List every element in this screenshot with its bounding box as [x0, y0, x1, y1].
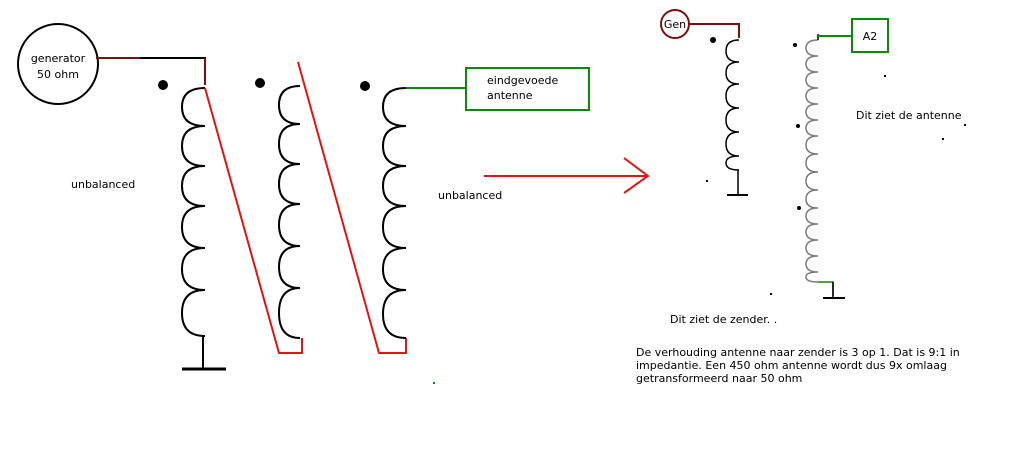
transmitter-sees-label: Dit ziet de zender. .: [670, 313, 777, 326]
right-phase-dot-4: [797, 206, 801, 210]
right-secondary-bottom-wire: [818, 281, 834, 296]
right-primary-coil: [725, 39, 740, 171]
right-phase-dot-1: [710, 37, 716, 43]
red-link-2: [297, 61, 407, 354]
gen-feed-wire: [689, 23, 740, 38]
stray-mark: [433, 382, 435, 384]
red-link-1: [204, 87, 303, 354]
coil-1: [180, 87, 206, 337]
explanation-line-3: getransformeerd naar 50 ohm: [636, 372, 803, 385]
stray-mark-5: [770, 293, 772, 295]
unbalanced-right-label: unbalanced: [438, 189, 502, 202]
primary-top-wire: [140, 57, 206, 85]
generator-circle: [17, 23, 99, 105]
explanation-line-2: impedantie. Een 450 ohm antenne wordt du…: [636, 359, 947, 372]
coil-3: [381, 87, 407, 339]
a2-box: [851, 18, 889, 53]
phase-dot-1: [158, 80, 168, 90]
stray-mark-4: [964, 124, 966, 126]
antenna-label-2: antenne: [487, 89, 533, 102]
arrow-head: [623, 157, 650, 194]
a2-label: A2: [863, 30, 878, 43]
antenna-sees-label: Dit ziet de antenne: [856, 109, 962, 122]
stray-mark-3: [942, 138, 944, 140]
stray-mark-6: [706, 180, 708, 182]
antenna-label: eindgevoede: [487, 74, 559, 87]
generator-impedance-label: 50 ohm: [37, 68, 79, 81]
right-secondary-coil: [805, 39, 819, 283]
antenna-box: [465, 67, 590, 111]
gen-label: Gen: [664, 18, 686, 31]
coil-2: [277, 85, 301, 339]
right-phase-dot-2: [793, 43, 797, 47]
stray-mark-2: [884, 75, 886, 77]
phase-dot-2: [255, 78, 265, 88]
unbalanced-left-label: unbalanced: [71, 178, 135, 191]
explanation-line-1: De verhouding antenne naar zender is 3 o…: [636, 346, 960, 359]
phase-dot-3: [360, 81, 370, 91]
explanation-text: De verhouding antenne naar zender is 3 o…: [636, 346, 1021, 385]
generator-label: generator: [31, 52, 86, 65]
right-phase-dot-3: [796, 124, 800, 128]
